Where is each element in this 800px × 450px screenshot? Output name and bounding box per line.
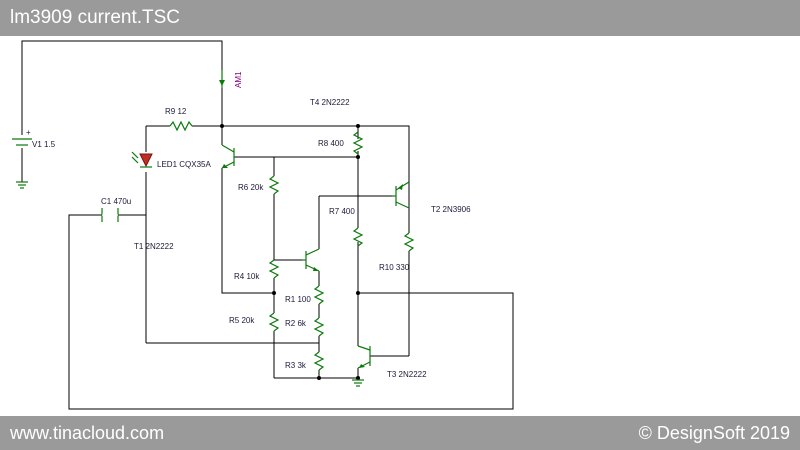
schematic-canvas: + V1 1.5 AM1 R9 12 LED1 CQX35A T4 2N2222… bbox=[12, 40, 514, 410]
r1-label: R1 100 bbox=[285, 295, 311, 304]
t3-label: T3 2N2222 bbox=[387, 370, 427, 379]
t2-label: T2 2N3906 bbox=[431, 205, 471, 214]
transistor-middle bbox=[302, 248, 320, 272]
r10-label: R10 330 bbox=[379, 263, 410, 272]
resistor-r6: R6 20k bbox=[238, 175, 280, 195]
r2-label: R2 6k bbox=[285, 319, 307, 328]
r3-label: R3 3k bbox=[285, 361, 307, 370]
junction-dots bbox=[220, 124, 360, 380]
footer-copyright: © DesignSoft 2019 bbox=[638, 423, 790, 443]
footer-url: www.tinacloud.com bbox=[10, 423, 165, 443]
v1-label: V1 1.5 bbox=[32, 140, 56, 149]
am1-label: AM1 bbox=[234, 71, 243, 88]
transistor-t3: T3 2N2222 bbox=[352, 345, 427, 387]
battery-v1: + V1 1.5 bbox=[12, 128, 56, 189]
resistor-r5: R5 20k bbox=[229, 312, 280, 332]
c1-label: C1 470u bbox=[101, 197, 131, 206]
resistor-r3: R3 3k bbox=[285, 351, 325, 371]
resistor-r1: R1 100 bbox=[285, 285, 325, 305]
footer-bar: www.tinacloud.com © DesignSoft 2019 bbox=[0, 416, 800, 450]
resistor-r2: R2 6k bbox=[285, 317, 325, 337]
r6-label: R6 20k bbox=[238, 183, 264, 192]
wires bbox=[21, 40, 514, 410]
svg-text:+: + bbox=[26, 128, 31, 137]
resistor-r7: R7 400 bbox=[329, 207, 364, 247]
t1-label: T1 2N2222 bbox=[134, 242, 174, 251]
resistor-r10: R10 330 bbox=[379, 232, 415, 272]
r8-label: R8 400 bbox=[318, 139, 344, 148]
title-bar: lm3909 current.TSC bbox=[0, 0, 800, 36]
r7-label: R7 400 bbox=[329, 207, 355, 216]
led-led1: LED1 CQX35A bbox=[131, 151, 211, 169]
resistor-r4: R4 10k bbox=[234, 259, 280, 281]
led1-label: LED1 CQX35A bbox=[157, 160, 211, 169]
transistor-t2: T2 2N3906 bbox=[392, 126, 471, 214]
transistor-t4: T4 2N2222 bbox=[221, 98, 350, 169]
r4-label: R4 10k bbox=[234, 272, 260, 281]
t4-label: T4 2N2222 bbox=[310, 98, 350, 107]
resistor-r8: R8 400 bbox=[318, 131, 364, 155]
capacitor-c1: C1 470u bbox=[101, 197, 131, 222]
window-title: lm3909 current.TSC bbox=[10, 7, 181, 28]
r5-label: R5 20k bbox=[229, 316, 255, 325]
ammeter-am1: AM1 bbox=[219, 70, 243, 88]
resistor-r9: R9 12 bbox=[165, 107, 193, 132]
r9-label: R9 12 bbox=[165, 107, 187, 116]
